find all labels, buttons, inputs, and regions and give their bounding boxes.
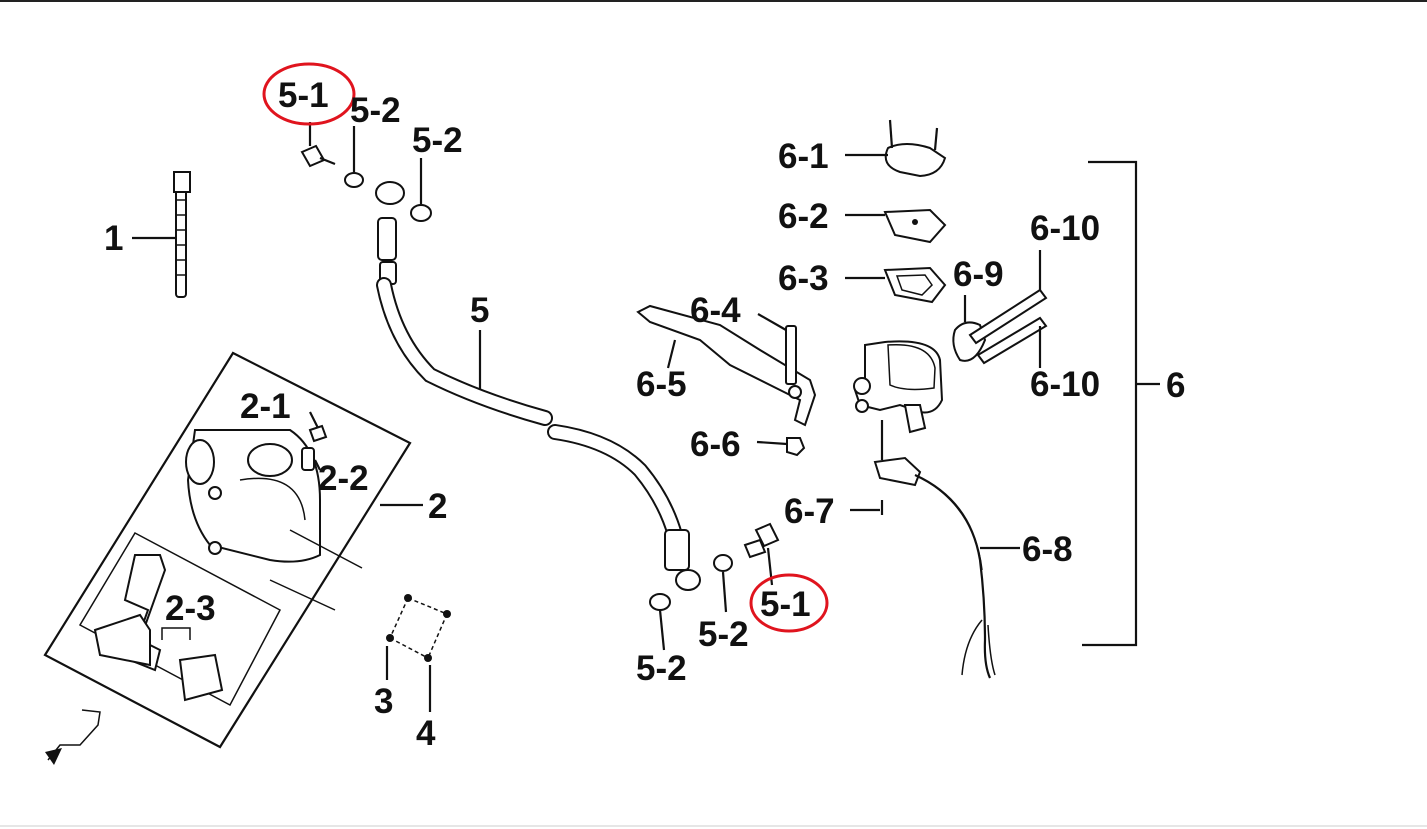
label-5-2-b: 5-2 [412,121,463,160]
label-6-10-bottom: 6-10 [1030,365,1100,404]
leader-6-6 [756,440,788,446]
label-5-2-c: 5-2 [636,649,687,688]
label-3: 3 [374,682,393,721]
label-6-1: 6-1 [778,137,829,176]
label-5: 5 [470,291,489,330]
label-2: 2 [428,487,447,526]
leader-2-2 [314,459,321,471]
arrow-icon [45,709,101,765]
label-5-2-a: 5-2 [350,91,401,130]
label-6-7: 6-7 [784,492,835,531]
leader-5-2-c [658,609,666,651]
part-5-brake-hose [300,144,780,611]
leader-6-5 [666,339,677,369]
label-2-2: 2-2 [318,459,369,498]
part-6-master-cylinder [636,119,1048,679]
part-3-4-screws [386,594,451,662]
label-6-10-top: 6-10 [1030,209,1100,248]
label-5-2-d: 5-2 [698,615,749,654]
label-6-4: 6-4 [690,291,741,330]
part-2-caliper-assembly [43,351,412,749]
highlight-5-1-bottom [749,573,829,633]
part-1-cable-tie [173,171,191,298]
highlight-5-1-top [262,62,356,126]
label-6-2: 6-2 [778,197,829,236]
label-6-9: 6-9 [953,255,1004,294]
leader-6-4 [757,313,787,331]
label-6-3: 6-3 [778,259,829,298]
group-6-bracket [1082,160,1138,647]
label-5-1-bottom: 5-1 [760,585,811,624]
label-2-3: 2-3 [165,589,216,628]
label-6-5: 6-5 [636,365,687,404]
label-6: 6 [1166,366,1185,405]
leader-2-1 [309,411,319,429]
label-5-1-top: 5-1 [278,76,329,115]
label-4: 4 [416,714,436,753]
leader-2-3 [161,627,191,640]
leader-5-2-d [721,571,728,613]
label-2-1: 2-1 [240,387,291,426]
label-6-8: 6-8 [1022,530,1073,569]
label-1: 1 [104,219,123,258]
label-6-6: 6-6 [690,425,741,464]
